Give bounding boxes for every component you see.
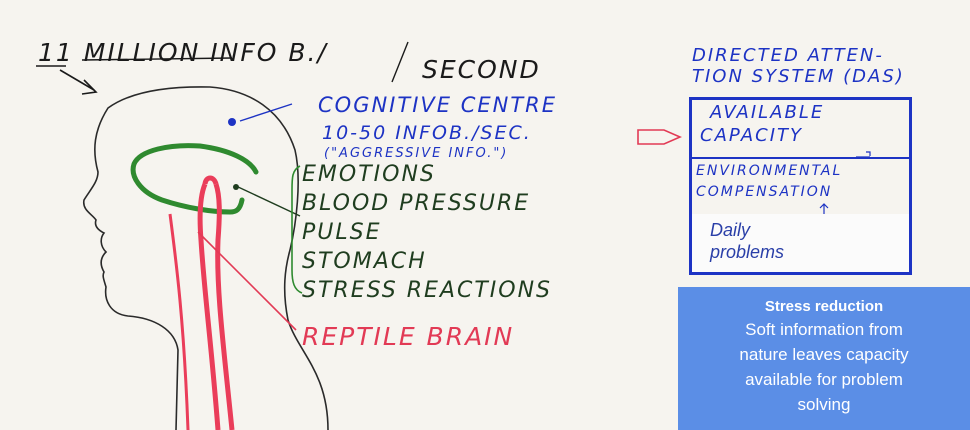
- das-environment-section: ENVIRONMENTAL COMPENSATION: [692, 157, 909, 216]
- effect-emotions: EMOTIONS: [302, 160, 552, 189]
- effect-stomach: STOMACH: [302, 247, 552, 276]
- stress-body-line: nature leaves capacity: [686, 342, 962, 367]
- capacity-line1: AVAILABLE: [710, 102, 824, 123]
- limbic-loop: [133, 146, 256, 212]
- das-arrow: [638, 130, 680, 144]
- spinal-cord-top: [205, 178, 216, 184]
- spinal-cord-left: [170, 214, 188, 430]
- das-box: AVAILABLE CAPACITY ENVIRONMENTAL COMPENS…: [689, 97, 912, 275]
- effect-blood-pressure: BLOOD PRESSURE: [302, 189, 552, 218]
- stress-body-line: available for problem: [686, 367, 962, 392]
- cognitive-rate-label: 10-50 INFOB./SEC.: [322, 122, 532, 144]
- spinal-cord: [200, 184, 218, 430]
- headline-second: SECOND: [422, 55, 541, 84]
- cognitive-dot: [228, 118, 236, 126]
- stress-reduction-title: Stress reduction: [678, 298, 970, 315]
- title-arrow: [60, 70, 94, 90]
- capacity-line2: CAPACITY: [700, 125, 803, 146]
- stress-reduction-box: Stress reduction Soft information from n…: [678, 287, 970, 430]
- das-title-line1: DIRECTED ATTEN-: [692, 45, 884, 66]
- env-line2: COMPENSATION: [696, 184, 832, 200]
- effect-stress-reactions: STRESS REACTIONS: [302, 276, 552, 305]
- stress-effects-list: EMOTIONS BLOOD PRESSURE PULSE STOMACH ST…: [302, 160, 552, 305]
- headline-info-rate: 11 MILLION INFO B./: [38, 38, 328, 67]
- effect-pulse: PULSE: [302, 218, 552, 247]
- daily-line1: Daily: [710, 220, 750, 241]
- title-slash: [392, 42, 408, 82]
- stress-body-line: Soft information from: [686, 317, 962, 342]
- daily-line2: problems: [710, 242, 784, 263]
- stress-reduction-body: Soft information from nature leaves capa…: [678, 317, 970, 417]
- aggressive-info-label: ("AGGRESSIVE INFO."): [324, 146, 508, 161]
- reptile-brain-label: REPTILE BRAIN: [302, 322, 514, 351]
- emotions-dot: [233, 184, 239, 190]
- emotions-pointer: [236, 186, 300, 216]
- stress-body-line: solving: [686, 392, 962, 417]
- reptile-pointer: [198, 232, 296, 330]
- cognitive-centre-label: COGNITIVE CENTRE: [318, 93, 557, 117]
- spinal-cord: [216, 184, 232, 430]
- das-capacity-section: AVAILABLE CAPACITY: [692, 100, 909, 159]
- das-title-line2: TION SYSTEM (DAS): [692, 66, 905, 87]
- das-daily-section: Daily problems: [692, 214, 909, 272]
- env-line1: ENVIRONMENTAL: [696, 163, 842, 179]
